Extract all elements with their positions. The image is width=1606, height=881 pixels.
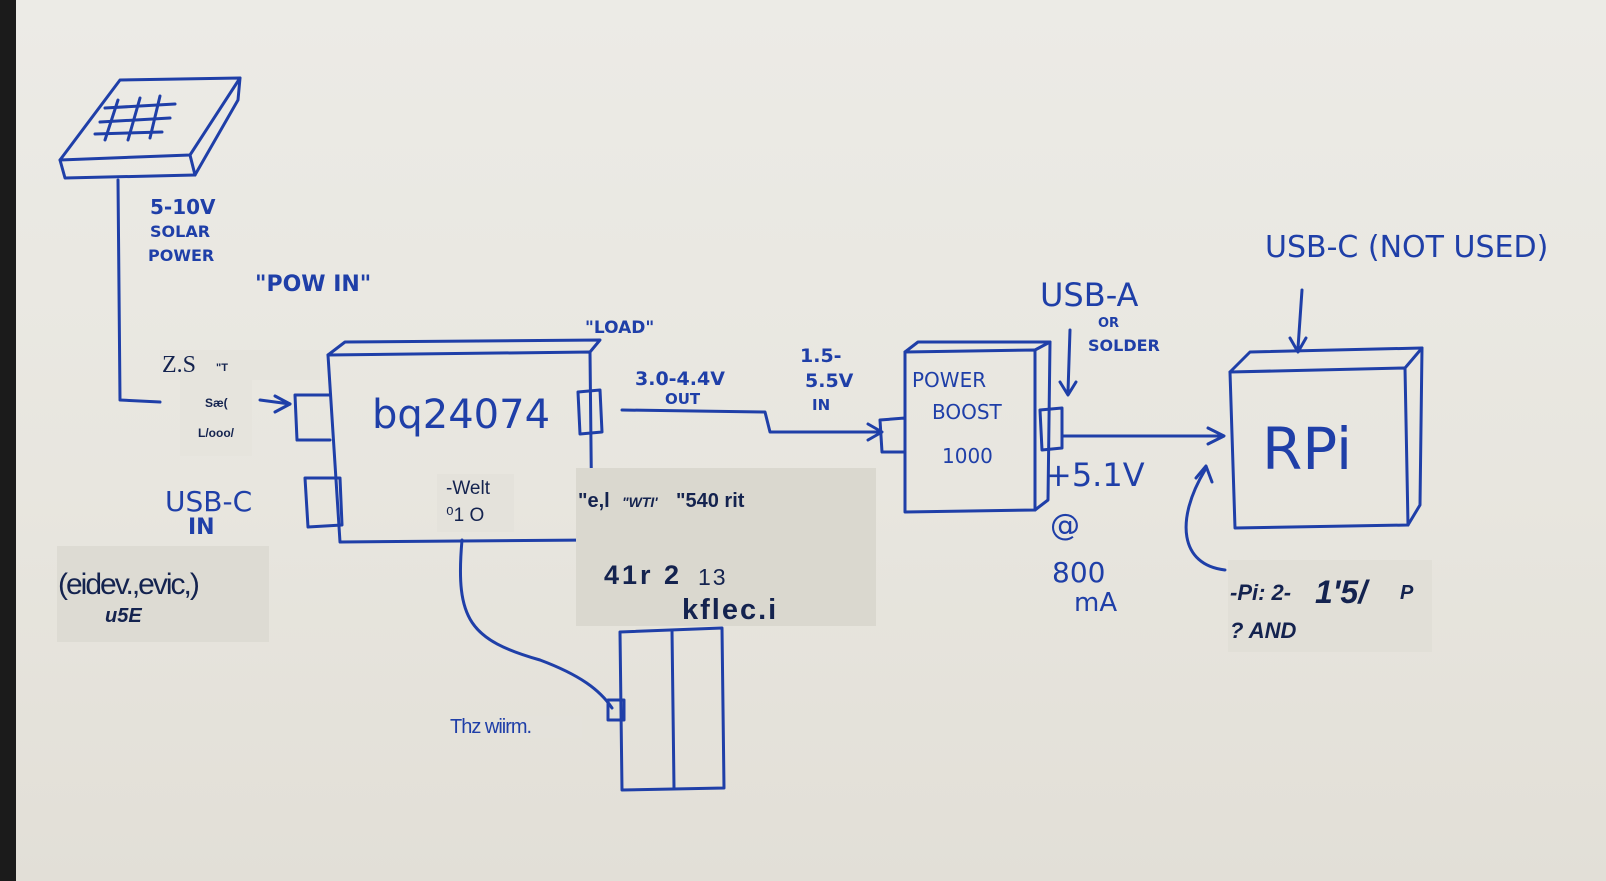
overlay-text-d3: "540 rit: [676, 490, 744, 513]
overlay-text-b2: u5E: [105, 605, 142, 628]
output-voltage-label: +5.1V: [1045, 456, 1145, 494]
current-unit-label: mA: [1074, 588, 1117, 618]
usb-c-in-label: USB-C: [165, 485, 252, 518]
out-voltage-label: 3.0-4.4V: [635, 368, 725, 390]
overlay-text-e3: P: [1400, 582, 1413, 605]
overlay-text-e1: -Pi: 2-: [1230, 580, 1291, 606]
boost-in-range-label: 1.5-: [800, 345, 842, 367]
solar-label: SOLAR: [150, 222, 210, 241]
pow-in-label: "POW IN": [255, 272, 371, 297]
solar-voltage-label: 5-10V: [150, 195, 216, 219]
overlay-patch-a3: [180, 378, 252, 456]
overlay-text-d5: 13: [698, 564, 728, 591]
powerboost-label-3: 1000: [942, 444, 993, 468]
usb-c-not-used-label: USB-C (NOT USED): [1265, 230, 1548, 265]
boost-in-label: IN: [812, 396, 830, 414]
overlay-text-b1: (eidev.,evic,): [58, 568, 198, 602]
or-label: OR: [1098, 316, 1119, 331]
usb-a-label: USB-A: [1040, 276, 1138, 314]
battery-pack: [608, 628, 724, 790]
overlay-text-f1: Thz wiirm.: [450, 716, 531, 739]
overlay-text-e4: ? AND: [1230, 618, 1296, 644]
overlay-text-d6: kflec.i: [682, 594, 778, 627]
load-label: "LOAD": [585, 318, 654, 338]
rpi-label: RPi: [1262, 415, 1352, 483]
overlay-text-d2: "WTI': [622, 494, 658, 510]
overlay-text-e2: 1'5/: [1315, 574, 1367, 611]
in-label: IN: [188, 515, 215, 540]
overlay-text-a1: Z.S: [162, 352, 196, 379]
power-label: POWER: [148, 246, 214, 265]
out-label: OUT: [665, 390, 700, 408]
boost-in-voltage-label: 5.5V: [805, 370, 853, 392]
overlay-text-d4: 41r 2: [604, 560, 682, 591]
solar-panel-icon: [60, 78, 240, 178]
solder-label: SOLDER: [1088, 336, 1160, 355]
powerboost-label-1: POWER: [912, 368, 986, 392]
chip-label: bq24074: [372, 392, 550, 438]
powerboost-label-2: BOOST: [932, 400, 1002, 424]
overlay-text-c1: -Welt: [446, 478, 490, 500]
current-label: 800: [1052, 556, 1105, 589]
overlay-text-a3: Sæ(: [205, 396, 228, 410]
overlay-text-a2: "T: [216, 362, 228, 374]
at-label: @: [1050, 508, 1080, 543]
overlay-text-c2: ⁰1 O: [446, 504, 484, 527]
overlay-text-a4: L/ooo/: [198, 426, 234, 440]
overlay-text-d1: "e,l: [578, 490, 610, 513]
load-wire: [622, 410, 880, 432]
